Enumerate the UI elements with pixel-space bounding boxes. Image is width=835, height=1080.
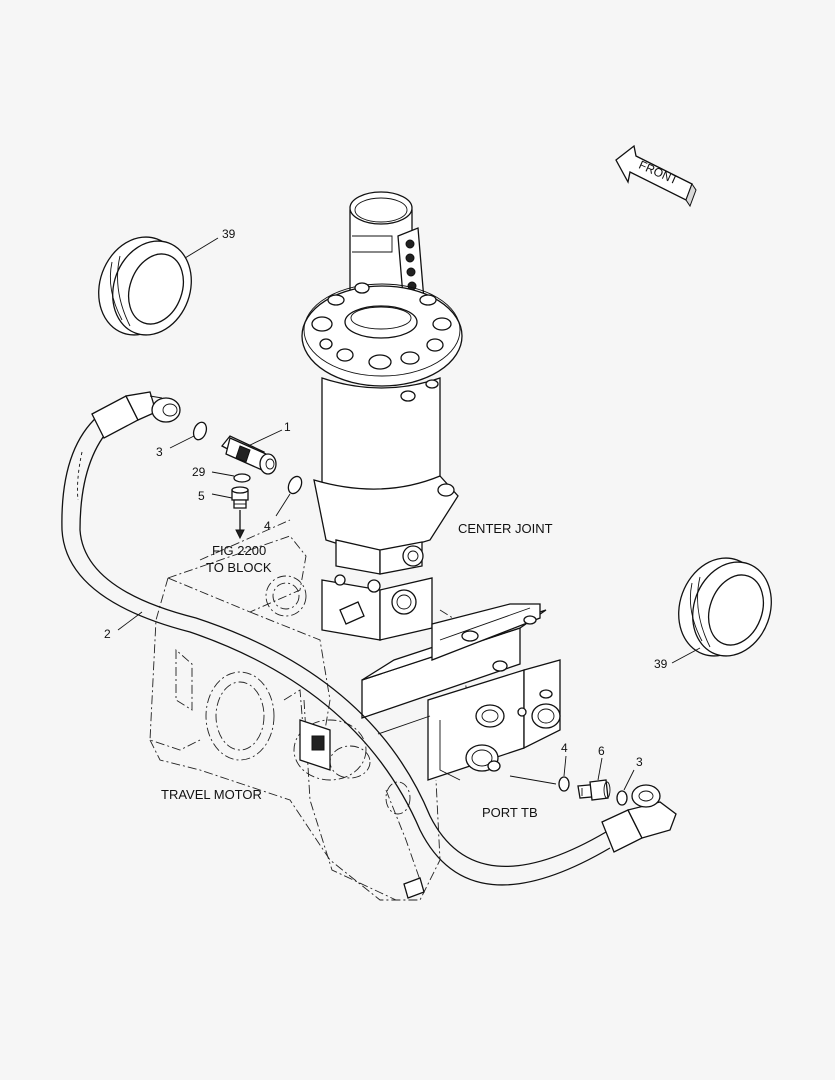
callout-39-top: 39 (222, 227, 236, 241)
callout-2: 2 (104, 627, 111, 641)
valve-block (299, 603, 561, 781)
oring-4-top (287, 475, 303, 495)
callout-3-top: 3 (156, 445, 163, 459)
travel-motor (149, 519, 469, 901)
label-travel-motor: TRAVEL MOTOR (161, 787, 262, 802)
oring-4-bottom (558, 776, 570, 792)
ring-39-right (678, 557, 772, 657)
leader-1 (247, 429, 283, 447)
callout-39-right: 39 (654, 657, 668, 671)
oring-3-top (192, 421, 208, 441)
callout-5: 5 (198, 489, 205, 503)
adapter-6 (577, 779, 611, 801)
ring-39-top (98, 236, 192, 336)
hose-2 (61, 391, 677, 899)
leader-29 (211, 471, 235, 477)
callout-1: 1 (284, 420, 291, 434)
oring-29 (233, 473, 251, 483)
callout-4-bottom: 4 (561, 741, 568, 755)
leader-3-top (169, 435, 195, 449)
leader-4-top (275, 493, 291, 517)
front-arrow: FRONT (615, 144, 697, 208)
callout-4-top: 4 (264, 519, 271, 533)
center-joint (301, 191, 463, 641)
leader-39-right (671, 647, 701, 664)
fitting-1 (221, 435, 277, 475)
callout-6: 6 (598, 744, 605, 758)
leader-5 (211, 493, 233, 499)
leader-3-bottom (623, 769, 635, 791)
oring-3-bottom (616, 790, 628, 806)
callout-3-bottom: 3 (636, 755, 643, 769)
leader-4-bottom (563, 755, 567, 777)
fig-ref-line1: FIG 2200 (212, 543, 266, 558)
leader-port-tb (509, 775, 557, 785)
connector-5 (231, 486, 249, 540)
fig-ref-line2: TO BLOCK (206, 560, 272, 575)
label-center-joint: CENTER JOINT (458, 521, 553, 536)
leader-6 (597, 757, 603, 781)
callout-29: 29 (192, 465, 206, 479)
leader-39-top (184, 237, 219, 259)
leader-2 (117, 611, 143, 631)
label-port-tb: PORT TB (482, 805, 538, 820)
